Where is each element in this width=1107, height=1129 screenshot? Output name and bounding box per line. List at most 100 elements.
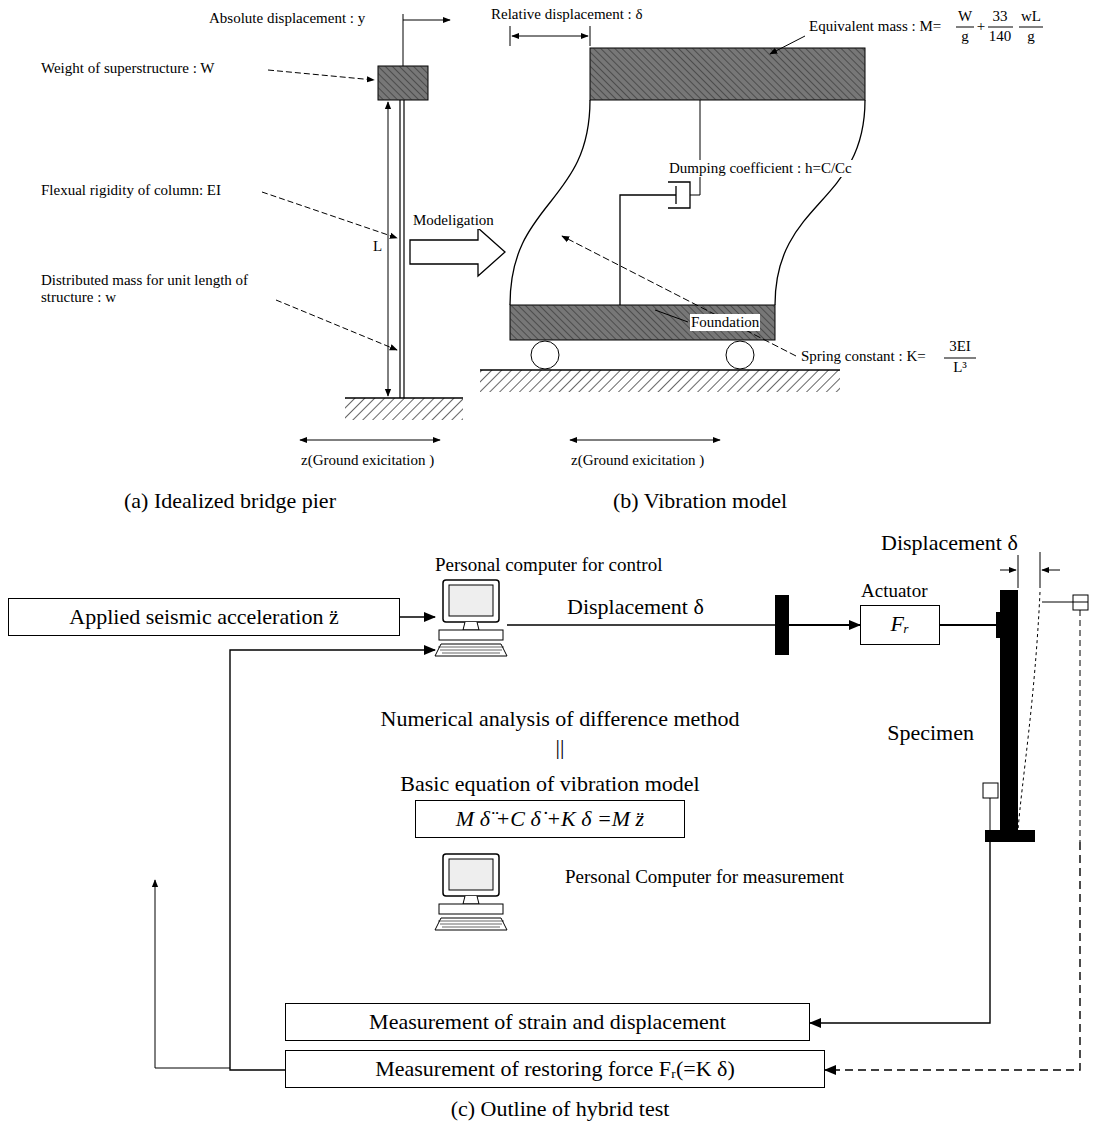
mass-hatch — [590, 48, 865, 100]
sensor-wire — [990, 798, 991, 842]
input-box: Applied seismic acceleration z̈ — [8, 598, 400, 636]
line-shape — [442, 653, 500, 654]
feedback-line — [155, 1068, 230, 1069]
label-text: Modeligation — [412, 212, 495, 229]
fraction-bar — [1019, 27, 1043, 28]
path-shape — [435, 644, 507, 656]
line-shape — [440, 650, 502, 651]
leader-line — [268, 70, 374, 80]
rect-shape — [449, 859, 493, 890]
label-text: 33 — [992, 8, 1009, 25]
label-text: wL — [1020, 8, 1042, 25]
connector-arrow — [400, 616, 435, 617]
specimen-node: Specimen — [980, 588, 1095, 842]
displacement-arrow — [403, 20, 450, 21]
fraction-bar — [956, 27, 974, 28]
equation-box: Basic equation of vibration modelM δ̈ +C… — [415, 800, 685, 838]
displacement-ref-line — [403, 14, 404, 66]
path-shape — [463, 896, 479, 904]
foundation-hatch — [510, 305, 775, 340]
deflected-column — [510, 100, 590, 305]
column-line — [403, 100, 404, 398]
leader-line — [562, 236, 796, 356]
label-text: L³ — [952, 359, 968, 376]
label-text: g — [960, 28, 970, 45]
specimen-column — [1000, 590, 1018, 832]
reference-line — [590, 26, 591, 46]
label-text: g — [1026, 28, 1036, 45]
box-text: Applied seismic acceleration z̈ — [19, 604, 389, 630]
modeling-arrow — [410, 228, 505, 276]
caption-text: (b) Vibration model — [612, 488, 788, 513]
computer-node: Personal Computer for measurement — [435, 852, 507, 934]
label-text: 3EI — [948, 338, 972, 355]
label-text: z(Ground exicitation ) — [300, 452, 435, 469]
label-text: Dumping coefficient : h=C/Cc — [668, 160, 853, 177]
computer-node: Personal computer for control — [435, 578, 507, 666]
label-text: z(Ground exicitation ) — [570, 452, 705, 469]
leader-line — [655, 310, 688, 322]
ground-line — [345, 397, 463, 399]
path-shape — [435, 918, 507, 930]
connector-arrow — [825, 842, 1080, 1070]
feedback-line — [155, 880, 156, 1068]
node-heading: Basic equation of vibration model — [400, 771, 699, 797]
damper-rod — [690, 100, 700, 195]
rect-shape — [439, 630, 503, 640]
line-shape — [438, 921, 504, 922]
box-text: Measurement of strain and displacement — [296, 1009, 799, 1035]
label-text: Absolute displacement : y — [208, 10, 366, 27]
ground-line — [480, 369, 840, 371]
fraction-bar — [944, 358, 976, 359]
rect-shape — [443, 580, 499, 622]
roller — [531, 341, 559, 369]
length-dimension — [388, 102, 389, 396]
node-heading: Specimen — [887, 720, 974, 746]
measurement-box: Measurement of strain and displacement — [285, 1003, 810, 1041]
damper-piston — [620, 186, 676, 305]
displacement-ref — [1018, 552, 1019, 588]
specimen-base — [985, 830, 1035, 842]
displacement-arrow — [1042, 570, 1060, 571]
deflected-shape — [1018, 592, 1040, 830]
label-text: Weight of superstructure : W — [40, 60, 215, 77]
equivalent-mass-block — [590, 48, 865, 100]
reference-line — [510, 26, 511, 46]
sensor-line — [1042, 602, 1088, 603]
leader-line — [276, 300, 397, 350]
node-heading: Personal Computer for measurement — [565, 866, 844, 888]
leader-line — [262, 192, 397, 238]
label-text: W — [957, 8, 973, 25]
sensor-wire — [1080, 610, 1081, 842]
label-text: Foundation — [690, 314, 760, 331]
roller — [726, 341, 754, 369]
label-text: Flexual rigidity of column: EI — [40, 182, 222, 199]
superstructure-mass — [378, 66, 428, 100]
label-text: Relative displacement : δ — [490, 6, 644, 23]
rect-shape — [443, 854, 499, 896]
caption-text: (c) Outline of hybrid test — [450, 1096, 671, 1121]
node-heading: Actuator — [861, 580, 927, 602]
rect-shape — [449, 585, 493, 616]
actuator-rod — [940, 624, 998, 626]
box-text: Fᵣ — [871, 611, 929, 637]
label-text: Spring constant : K= — [800, 348, 927, 365]
label-text: + — [976, 18, 986, 35]
label-text: || — [555, 734, 566, 759]
label-text: Distributed mass for unit length of stru… — [40, 272, 272, 307]
loading-plate — [996, 612, 1000, 638]
measurement-box: Measurement of restoring force Fᵣ(=K δ) — [285, 1050, 825, 1088]
box-text: M δ̈ +C δ̇ +K δ =M z̈ — [426, 806, 674, 832]
line-shape — [438, 647, 504, 648]
label-text: Displacement δ — [880, 530, 1019, 555]
relative-displacement-arrow — [512, 36, 588, 37]
actuator-box: ActuatorFᵣ — [860, 605, 940, 645]
computer-icon — [435, 580, 507, 656]
computer-icon — [435, 854, 507, 930]
label-text: Numerical analysis of difference method — [380, 706, 741, 731]
rect-shape — [439, 904, 503, 914]
label-text: Equivalent mass : M= — [808, 18, 942, 35]
column-line — [399, 100, 400, 398]
edge-label: Displacement δ — [565, 594, 706, 620]
